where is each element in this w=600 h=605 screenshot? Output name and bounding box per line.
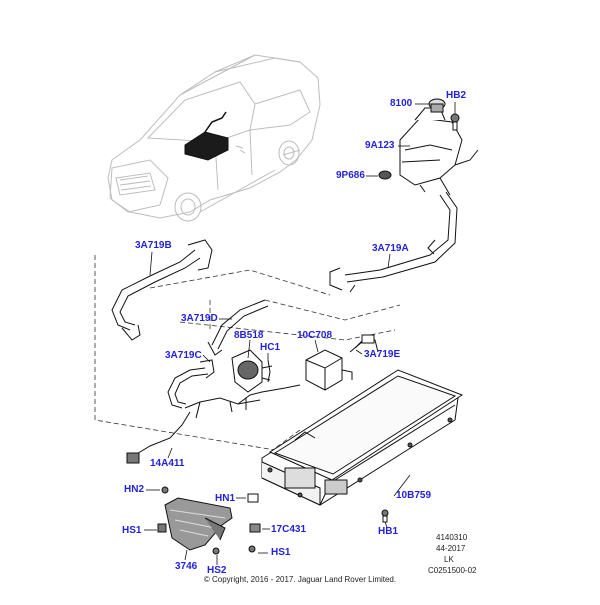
pump-8b518	[231, 349, 273, 393]
callout-9p686: 9P686	[336, 170, 365, 181]
shield-3746	[164, 497, 233, 551]
coolant-reservoir	[399, 107, 479, 196]
valve-10c708	[305, 349, 353, 391]
reference-code-4: C0251500-02	[428, 566, 477, 575]
hose-3a719b	[111, 239, 213, 341]
fasteners	[157, 486, 389, 555]
callout-3746: 3746	[175, 561, 198, 572]
callout-17c431: 17C431	[271, 524, 307, 535]
callout-8100: 8100	[390, 98, 413, 109]
callout-hb1: HB1	[378, 526, 399, 537]
callout-3a719e: 3A719E	[364, 349, 401, 360]
leader-lines	[144, 102, 456, 565]
callout-hc1: HC1	[260, 342, 281, 353]
hose-3a719a	[329, 191, 458, 293]
callout-9a123: 9A123	[365, 140, 395, 151]
callout-3a719c: 3A719C	[165, 350, 202, 361]
callout-10b759: 10B759	[396, 490, 432, 501]
grommet-9p686	[378, 170, 392, 180]
callout-hb2: HB2	[446, 90, 467, 101]
callout-hn2: HN2	[124, 484, 145, 495]
clip-hc1	[267, 359, 271, 383]
hose-3a719e	[349, 334, 379, 353]
callout-14a411: 14A411	[150, 458, 185, 469]
harness-connector	[126, 452, 140, 464]
hose-3a719c	[167, 359, 215, 409]
callout-hn1: HN1	[215, 493, 236, 504]
callout-10c708: 10C708	[297, 330, 333, 341]
reference-code-1: 4140310	[436, 533, 468, 542]
callout-8b518: 8B518	[234, 330, 264, 341]
harness-14a411	[134, 384, 301, 456]
dashed-guides	[94, 255, 401, 453]
bracket-17c431	[249, 523, 261, 533]
callout-hs1-left: HS1	[122, 525, 142, 536]
hose-3a719d	[207, 299, 269, 356]
reference-code-3: LK	[444, 555, 454, 564]
reservoir-cap-8100	[428, 98, 446, 113]
callout-hs1-right: HS1	[271, 547, 291, 558]
callout-3a719a: 3A719A	[372, 243, 409, 254]
reference-code-2: 44-2017	[436, 544, 466, 553]
callout-3a719d: 3A719D	[181, 313, 218, 324]
battery-pack-10b759	[261, 369, 464, 506]
copyright-notice: © Copyright, 2016 - 2017. Jaguar Land Ro…	[203, 575, 397, 584]
callout-hs2: HS2	[207, 565, 227, 576]
bracket-hn1	[247, 493, 259, 503]
vehicle-battery-highlight	[184, 111, 229, 161]
callout-3a719b: 3A719B	[135, 240, 172, 251]
